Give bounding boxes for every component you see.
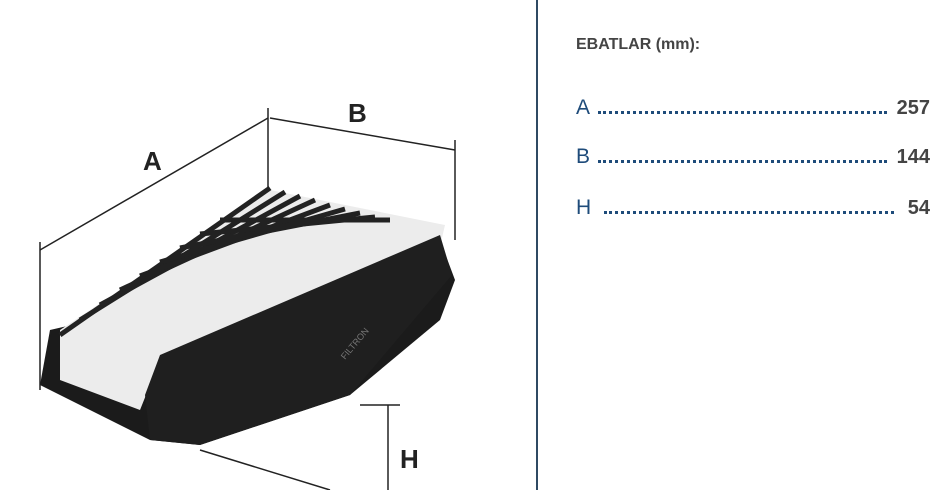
dot-leader (598, 111, 887, 114)
label-a: A (143, 146, 162, 176)
dimension-value: 257 (896, 97, 930, 119)
dimension-lines (39, 108, 456, 490)
dimensions-title: EBATLAR (mm): (576, 36, 701, 53)
label-h: H (400, 444, 419, 474)
dimension-row-h: H 54 (576, 194, 930, 220)
dimension-label: H (576, 196, 592, 219)
air-filter-diagram: FILTRON A B H (39, 98, 456, 490)
dimension-row-b: B 144 (576, 143, 930, 169)
dot-leader (598, 160, 887, 163)
dimension-value: 54 (907, 197, 930, 219)
label-b: B (348, 98, 367, 128)
dimension-row-a: A 257 (576, 94, 930, 120)
filter-body: FILTRON (40, 185, 455, 445)
dot-leader (604, 211, 894, 214)
dimension-label: B (576, 145, 591, 168)
divider (536, 0, 538, 490)
dimension-value: 144 (896, 146, 930, 168)
dimension-label: A (576, 96, 591, 119)
